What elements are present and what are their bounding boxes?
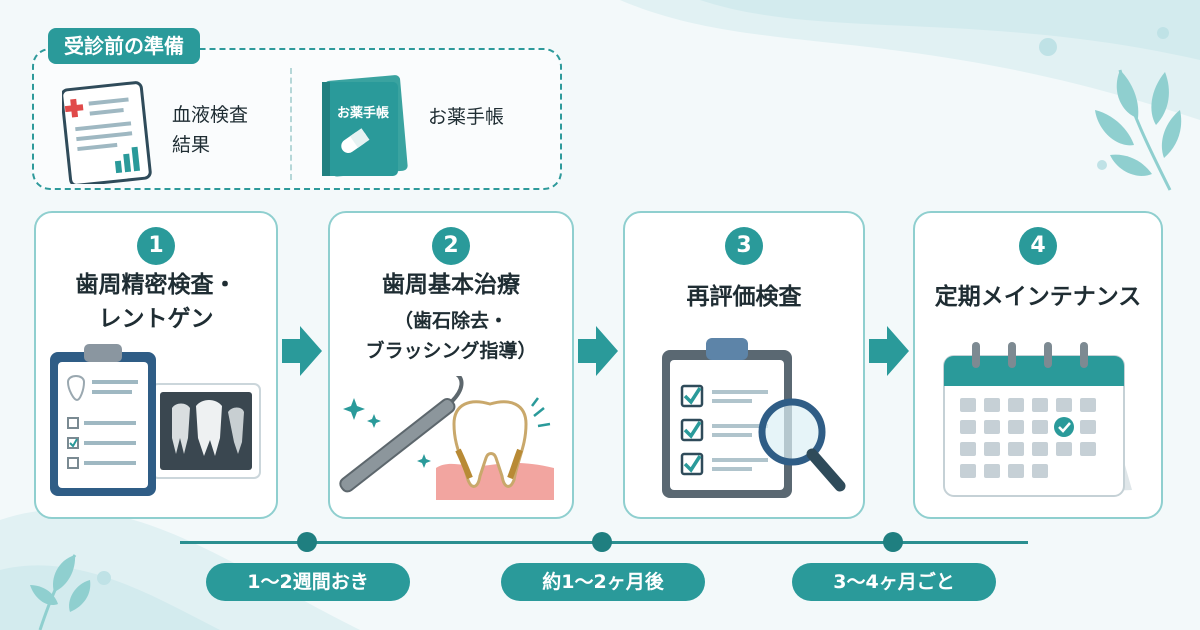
- interval-label-3: 3〜4ヶ月ごと: [792, 563, 996, 601]
- step-subtitle-2: （歯石除去・ ブラッシング指導）: [365, 310, 537, 362]
- arrow-right-icon-1: [282, 326, 322, 376]
- preparation-title: 受診前の準備: [48, 28, 200, 64]
- timeline-dot-1: [297, 532, 317, 552]
- prep-item-medicine-notebook-label: お薬手帳: [428, 106, 505, 128]
- step-number-1: 1: [137, 227, 175, 265]
- interval-label-1: 1〜2週間おき: [206, 563, 410, 601]
- scaler-tooth-icon: [339, 376, 554, 500]
- clipboard-xray-icon: [50, 344, 261, 496]
- medicine-notebook-cover-text: お薬手帳: [336, 106, 389, 121]
- step-number-4: 4: [1019, 227, 1057, 265]
- timeline-dot-3: [883, 532, 903, 552]
- prep-item-blood-test-label: 血液検査 結果: [172, 104, 249, 156]
- interval-label-2: 約1〜2ヶ月後: [501, 563, 705, 601]
- step-title-4: 定期メインテナンス: [934, 284, 1142, 310]
- preparation-divider: [290, 68, 292, 180]
- calendar-icon: [943, 342, 1132, 497]
- step-title-1: 歯周精密検査・ レントゲン: [75, 272, 237, 332]
- blood-test-report-icon: [62, 81, 152, 184]
- arrow-right-icon-3: [869, 326, 909, 376]
- step-title-2: 歯周基本治療: [382, 272, 520, 298]
- checklist-magnifier-icon: [662, 338, 846, 498]
- leaf-decoration-bottom-icon: [30, 554, 91, 630]
- arrow-right-icon-2: [578, 326, 618, 376]
- step-title-3: 再評価検査: [686, 284, 802, 310]
- medicine-notebook-icon: [322, 75, 408, 177]
- step-number-2: 2: [432, 227, 470, 265]
- leaf-decoration-icon: [1095, 69, 1182, 191]
- step-number-3: 3: [725, 227, 763, 265]
- timeline-dot-2: [592, 532, 612, 552]
